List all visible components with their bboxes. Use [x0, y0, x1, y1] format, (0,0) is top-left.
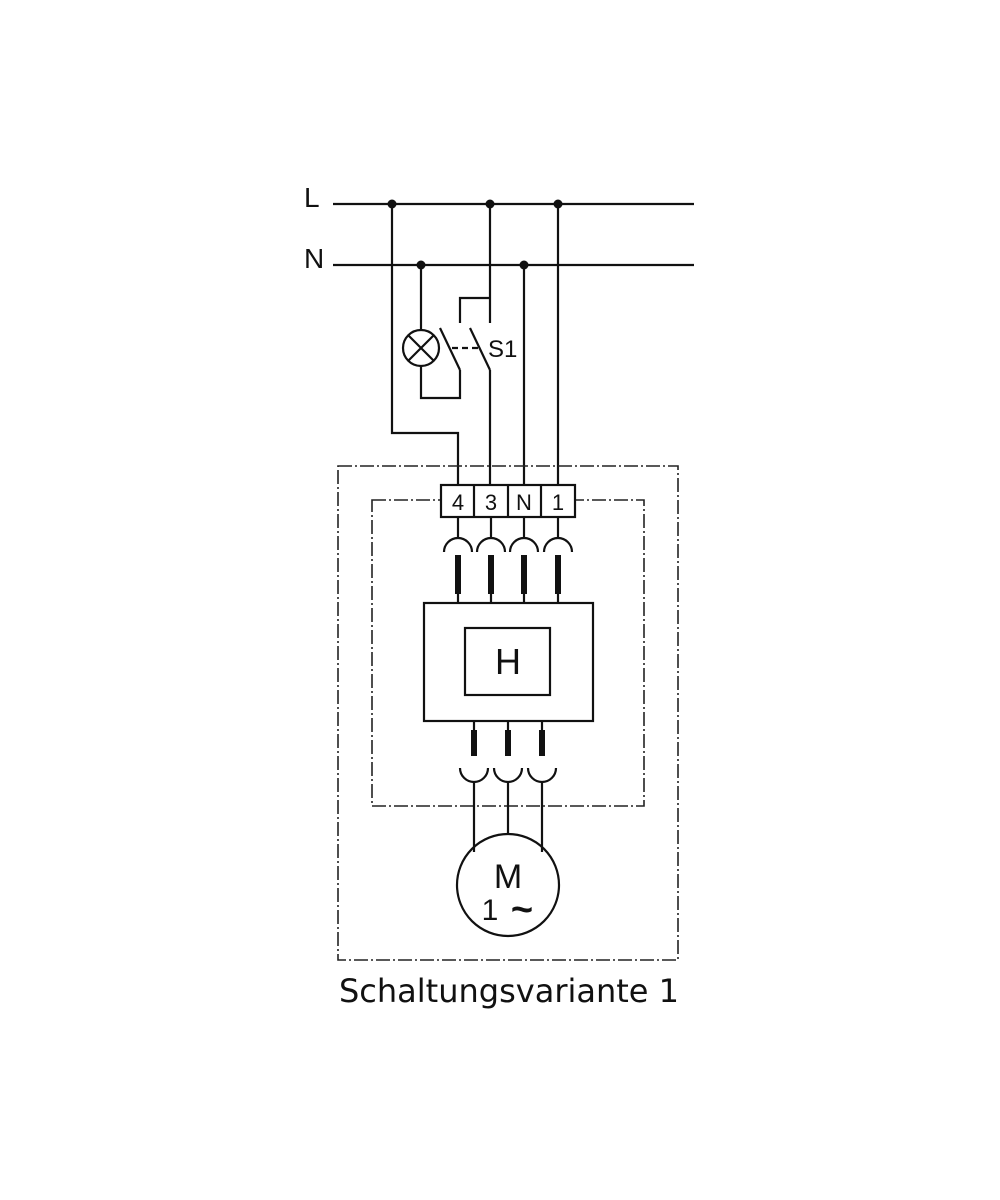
- controller-inner-box: [463, 626, 552, 697]
- wire-lamp-bottom: [419, 366, 462, 400]
- wire-to-terminal-4: [390, 204, 460, 486]
- label-S1: S1: [488, 336, 517, 363]
- terminal-N: N: [516, 490, 532, 515]
- terminal-block: [439, 483, 577, 519]
- lamp-icon: [401, 328, 441, 368]
- controller-label: H: [495, 641, 521, 682]
- motor-ac-symbol: ~: [511, 889, 533, 931]
- diagram-caption: Schaltungsvariante 1: [338, 972, 680, 1010]
- motor-label-phase: 1: [482, 894, 499, 927]
- plug-connectors-bottom: [458, 721, 558, 852]
- outer-housing-boundary: [337, 465, 679, 961]
- junction-dots: [387, 199, 563, 270]
- terminal-4: 4: [452, 490, 464, 515]
- label-N: N: [304, 243, 324, 274]
- switch-S1: [439, 296, 491, 371]
- motor-icon: [455, 832, 561, 938]
- terminal-3: 3: [485, 490, 497, 515]
- motor-label-M: M: [494, 858, 522, 896]
- plug-connectors-top: [442, 517, 574, 603]
- label-L: L: [304, 182, 320, 213]
- terminal-1: 1: [552, 490, 564, 515]
